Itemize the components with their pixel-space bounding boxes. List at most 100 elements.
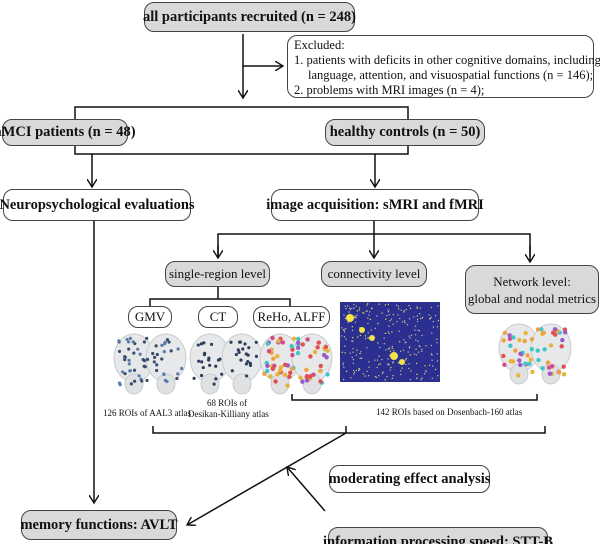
roi-dot [254, 354, 259, 358]
single-region-box: single-region level [165, 261, 270, 287]
roi-dot [265, 363, 270, 368]
matrix-cell [355, 305, 357, 307]
matrix-cell [403, 309, 406, 312]
matrix-cell [409, 337, 411, 339]
matrix-cell [352, 362, 355, 364]
roi-dot [202, 341, 206, 345]
matrix-cell [392, 323, 394, 325]
matrix-cell [378, 303, 380, 305]
roi-dot [127, 358, 131, 363]
matrix-cell [400, 370, 402, 372]
excluded-line-3: 2. problems with MRI images (n = 4); [294, 83, 485, 97]
matrix-cell [413, 353, 415, 355]
memory-box: memory functions: AVLT [20, 510, 178, 540]
arrow-imaging-to-memory [187, 432, 347, 525]
excluded-line-1: 1. patients with deficits in other cogni… [294, 53, 600, 67]
matrix-cluster [359, 327, 365, 333]
matrix-cell [408, 335, 410, 337]
roi-dot [518, 362, 523, 368]
matrix-cell [384, 332, 386, 334]
roi-dot [142, 340, 147, 344]
roi-dot [523, 361, 528, 366]
matrix-cell [392, 375, 394, 377]
matrix-cell [431, 354, 433, 356]
roi-dot [530, 369, 535, 375]
roi-dot [243, 342, 247, 346]
roi-dot [560, 337, 565, 343]
matrix-cell [399, 317, 401, 320]
roi-dot [264, 368, 270, 374]
matrix-cell [351, 340, 353, 342]
matrix-cell [420, 378, 422, 381]
matrix-cell [405, 341, 407, 343]
matrix-cell [384, 379, 386, 381]
roi-dot [295, 340, 301, 345]
matrix-cell [365, 338, 367, 340]
roi-dot [318, 363, 323, 369]
roi-dot [536, 357, 541, 363]
matrix-cell [382, 371, 384, 373]
brain-ct-image [189, 333, 263, 395]
matrix-cell [414, 325, 417, 327]
matrix-cell [436, 326, 439, 328]
matrix-cell [342, 364, 344, 366]
matrix-cell [436, 342, 438, 344]
roi-dot [175, 376, 179, 381]
matrix-cell [432, 320, 434, 323]
matrix-cell [417, 329, 419, 331]
matrix-cell [353, 307, 355, 309]
matrix-cell [367, 375, 370, 377]
roi-dot [128, 336, 133, 341]
roi-dot [546, 365, 552, 370]
matrix-cell [391, 345, 393, 348]
roi-dot [304, 374, 310, 380]
matrix-cell [344, 345, 346, 347]
roi-dot [562, 330, 568, 335]
controls-box: healthy controls (n = 50) [325, 119, 485, 146]
matrix-cell [356, 310, 358, 312]
matrix-cell [400, 309, 402, 311]
matrix-cell [425, 345, 427, 347]
matrix-cell [367, 332, 369, 334]
matrix-cell [392, 361, 394, 363]
matrix-cell [343, 329, 345, 331]
roi-dot [528, 357, 534, 362]
matrix-cell [353, 303, 355, 306]
matrix-cell [343, 336, 346, 338]
matrix-cell [418, 330, 421, 332]
matrix-cell [415, 354, 417, 356]
connectivity-box: connectivity level [321, 261, 427, 287]
roi-dot [300, 379, 305, 384]
matrix-cell [378, 355, 380, 357]
roi-dot [152, 360, 156, 364]
matrix-cell [421, 377, 423, 379]
roi-dot [527, 361, 532, 367]
matrix-cell [351, 329, 354, 331]
roi-dot [163, 378, 167, 382]
matrix-cell [387, 363, 389, 365]
matrix-cell [354, 315, 356, 317]
roi-dot [262, 371, 267, 377]
matrix-cell [386, 376, 388, 378]
roi-dot [163, 342, 167, 346]
roi-dot [305, 337, 310, 342]
matrix-cell [347, 305, 349, 307]
matrix-cell [349, 307, 351, 309]
roi-dot [155, 363, 159, 367]
roi-dot [133, 379, 137, 383]
matrix-cell [415, 339, 417, 341]
roi-dot [291, 336, 297, 341]
roi-dot [145, 357, 150, 361]
matrix-cell [364, 375, 366, 377]
matrix-cell [423, 373, 426, 375]
roi-dot [308, 354, 313, 359]
matrix-cell [428, 364, 431, 366]
roi-dot [502, 362, 507, 368]
roi-dot [276, 338, 281, 344]
matrix-cell [341, 327, 343, 329]
matrix-cell [408, 347, 411, 349]
matrix-cell [366, 304, 368, 306]
roi-dot [117, 339, 121, 343]
matrix-cell [388, 364, 390, 366]
